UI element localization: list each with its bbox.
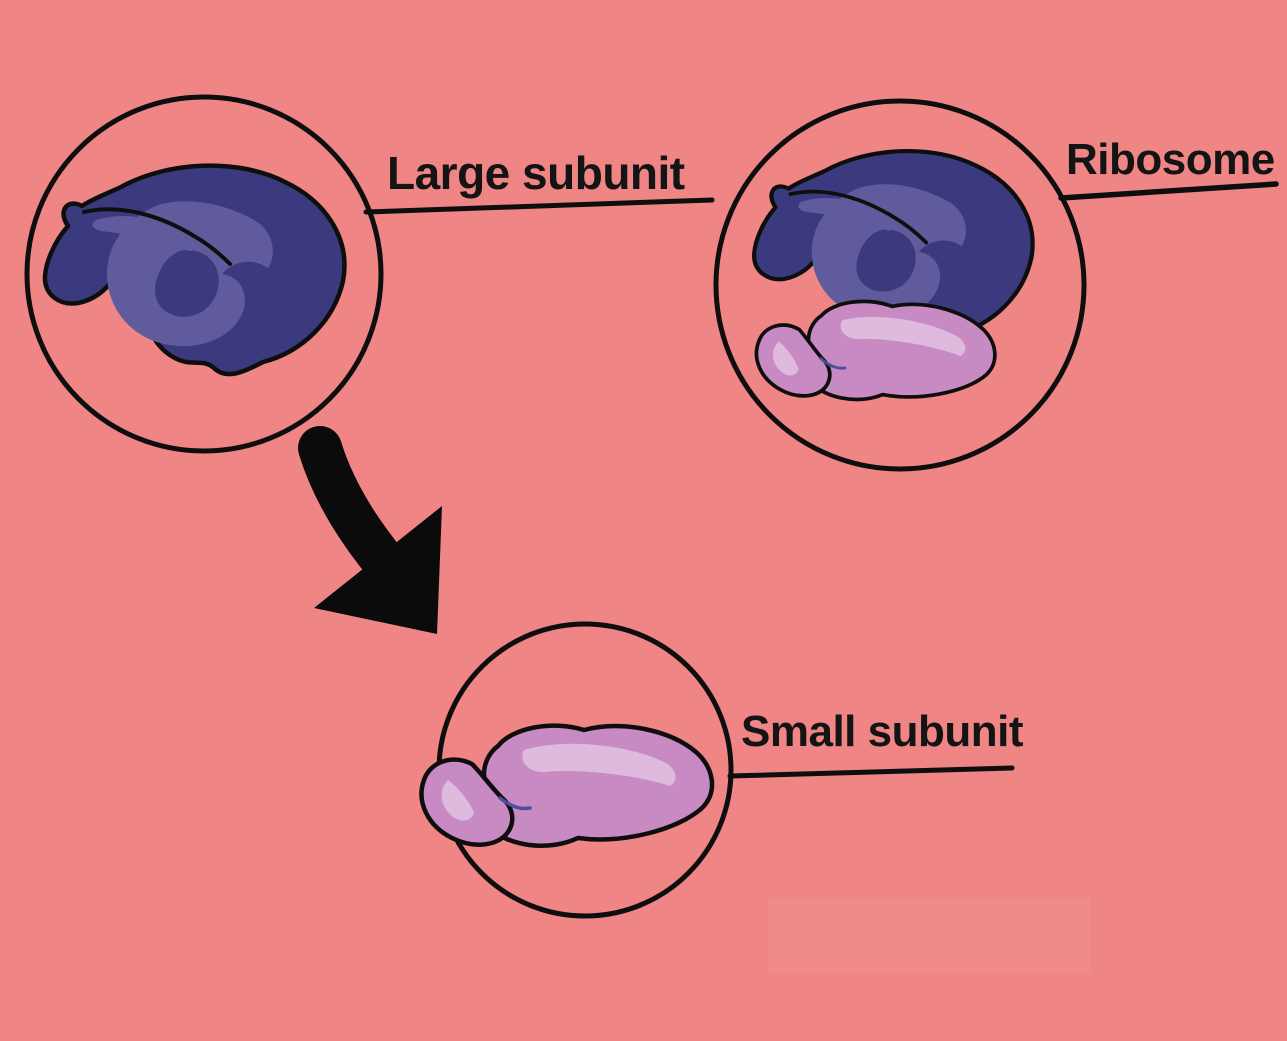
small-subunit-leader-line	[727, 765, 1015, 779]
ribosome-leader-line	[1058, 181, 1279, 201]
ribosome-label: Ribosome	[1066, 135, 1275, 184]
small-subunit-label: Small subunit	[741, 707, 1023, 756]
background-patch	[768, 898, 1090, 973]
large-subunit-circle	[24, 94, 384, 454]
large-subunit-shape	[45, 166, 344, 374]
ribosome-circle	[713, 98, 1087, 472]
small-subunit-shape	[422, 726, 712, 846]
large-subunit-leader-line	[363, 197, 715, 215]
arrow-down-right-icon	[298, 426, 442, 634]
large-subunit-label: Large subunit	[387, 147, 685, 199]
